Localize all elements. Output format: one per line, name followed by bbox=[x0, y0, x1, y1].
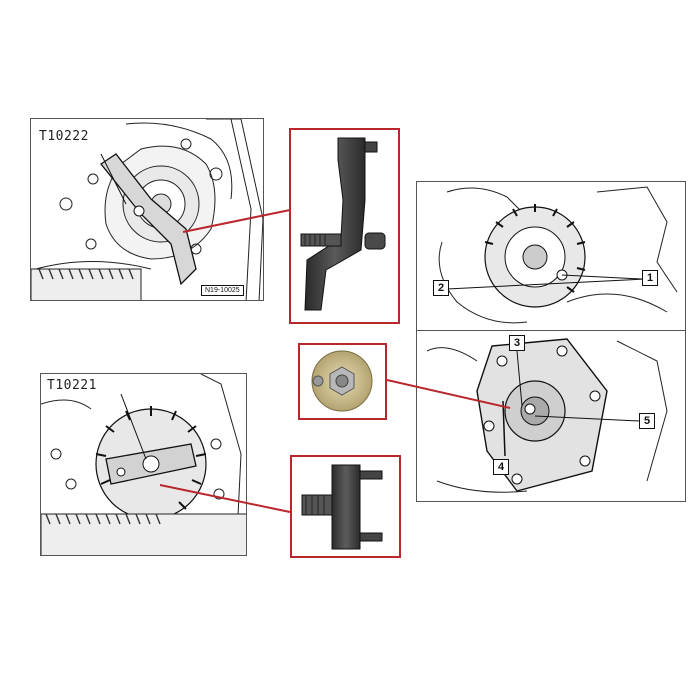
callout-1: 1 bbox=[642, 270, 658, 286]
engine-drawing-upper bbox=[438, 186, 678, 324]
engine-diagram-t10222: T10222 N19-10025 bbox=[30, 118, 264, 301]
engine-drawing-bottom bbox=[41, 374, 246, 555]
callout-4: 4 bbox=[493, 459, 509, 475]
tool-label-t10222: T10222 bbox=[39, 129, 89, 144]
tool-label-t10221: T10221 bbox=[47, 378, 97, 393]
reference-code: N19-10025 bbox=[201, 285, 244, 296]
callout-5: 5 bbox=[639, 413, 655, 429]
t10222-tool-photo bbox=[300, 137, 386, 311]
engine-diagram-t10221: T10221 bbox=[40, 373, 247, 556]
callout-2: 2 bbox=[433, 280, 449, 296]
adapter-photo bbox=[311, 350, 373, 412]
engine-diagram-lower-right: 3 4 5 bbox=[416, 330, 686, 502]
engine-drawing-top bbox=[31, 119, 263, 300]
photo-adapter bbox=[298, 343, 387, 420]
engine-drawing-lower bbox=[426, 338, 668, 493]
t10222-tool-shape bbox=[100, 153, 197, 286]
callout-3: 3 bbox=[509, 335, 525, 351]
photo-t10222-tool bbox=[289, 128, 400, 324]
engine-diagram-upper-right: 1 2 bbox=[416, 181, 686, 331]
photo-t10221-tool bbox=[290, 455, 401, 558]
t10221-tool-photo bbox=[301, 464, 383, 550]
camshaft-sprocket bbox=[484, 204, 586, 308]
